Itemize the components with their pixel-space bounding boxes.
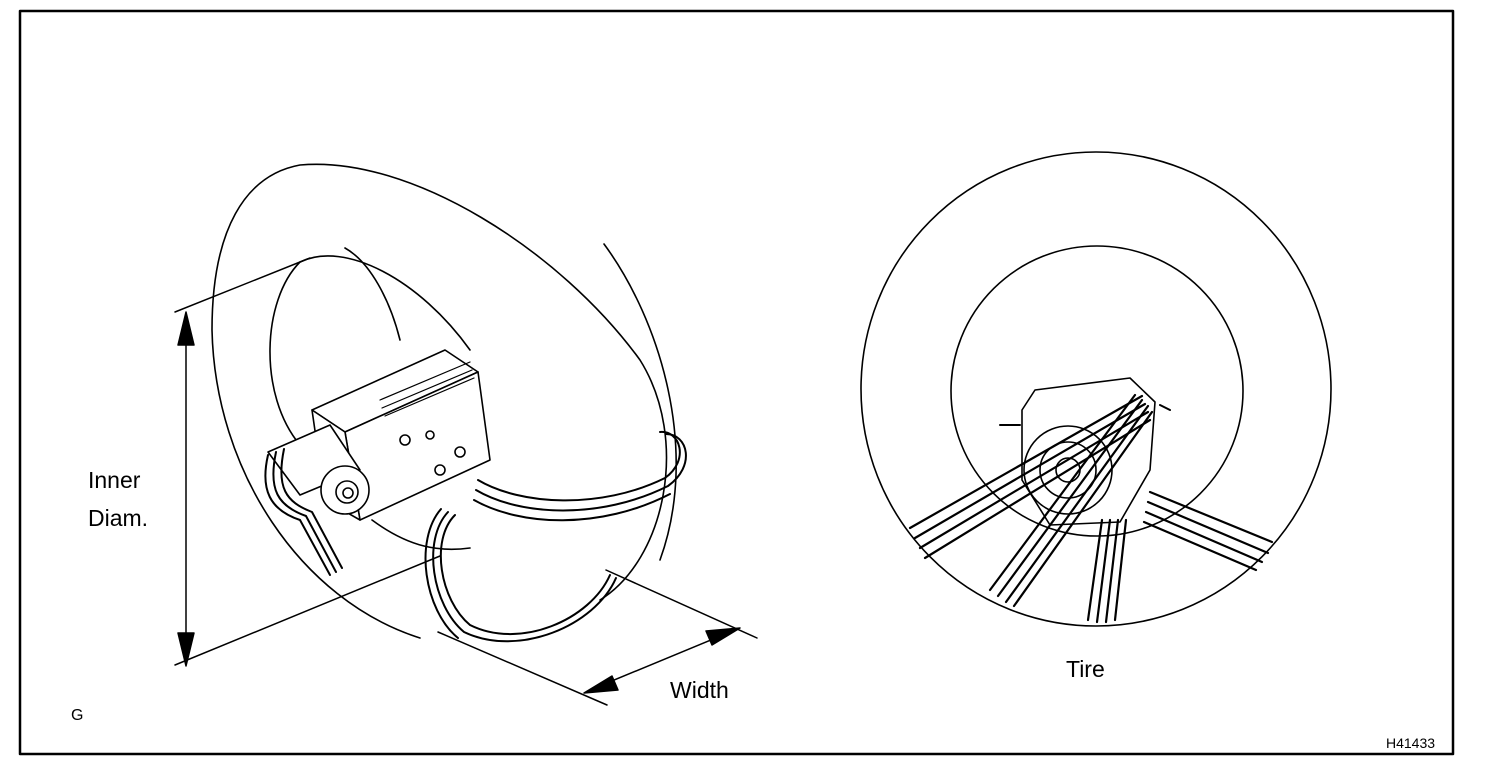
airbag-module-ribs — [379, 361, 475, 417]
inner-diameter-dimension — [174, 257, 441, 667]
left-tire-tread-edge — [603, 243, 677, 561]
module-hole-2 — [434, 464, 446, 476]
left-tire-illustration — [211, 163, 687, 643]
width-dimension — [437, 569, 758, 706]
inflator-core — [342, 487, 354, 499]
left-tire-outer-edge — [211, 163, 668, 639]
corner-letter-label: G — [71, 707, 83, 724]
module-hole-3 — [454, 446, 466, 458]
tie-bands-left — [264, 448, 343, 576]
width-arrow-right — [705, 627, 741, 646]
right-tire-inner — [950, 245, 1244, 537]
left-tire-inner-hole-back — [344, 247, 401, 341]
module-hole-1 — [399, 434, 411, 446]
tire-label: Tire — [1066, 656, 1105, 682]
figure-id-label: H41433 — [1386, 735, 1435, 751]
left-tire-inner-hole-bottom — [371, 519, 471, 551]
module-hole-4 — [425, 430, 435, 440]
right-inflator-mid — [1039, 441, 1097, 499]
width-ext-left — [437, 631, 608, 706]
right-tire-outer — [860, 151, 1332, 627]
inner-diam-arrow-bottom — [177, 632, 195, 667]
tie-bands-right — [424, 430, 687, 643]
inner-diam-label-line2: Diam. — [88, 505, 148, 531]
inner-diam-ext-top — [174, 257, 311, 313]
width-arrow-left — [583, 675, 619, 694]
inner-diam-label-line1: Inner — [88, 467, 141, 493]
inner-diam-ext-bottom — [174, 555, 441, 666]
inner-diam-arrow-top — [177, 311, 195, 346]
right-module-bracket — [999, 404, 1171, 426]
left-tire-inner-bead — [269, 261, 301, 446]
left-tire-inner-bead-2 — [299, 255, 471, 351]
width-label: Width — [670, 677, 729, 703]
inflator-inner — [335, 480, 359, 504]
right-tire-illustration — [860, 151, 1332, 627]
figure-border — [18, 9, 1455, 756]
right-tie-bands — [908, 393, 1274, 624]
width-ext-right — [605, 569, 758, 639]
